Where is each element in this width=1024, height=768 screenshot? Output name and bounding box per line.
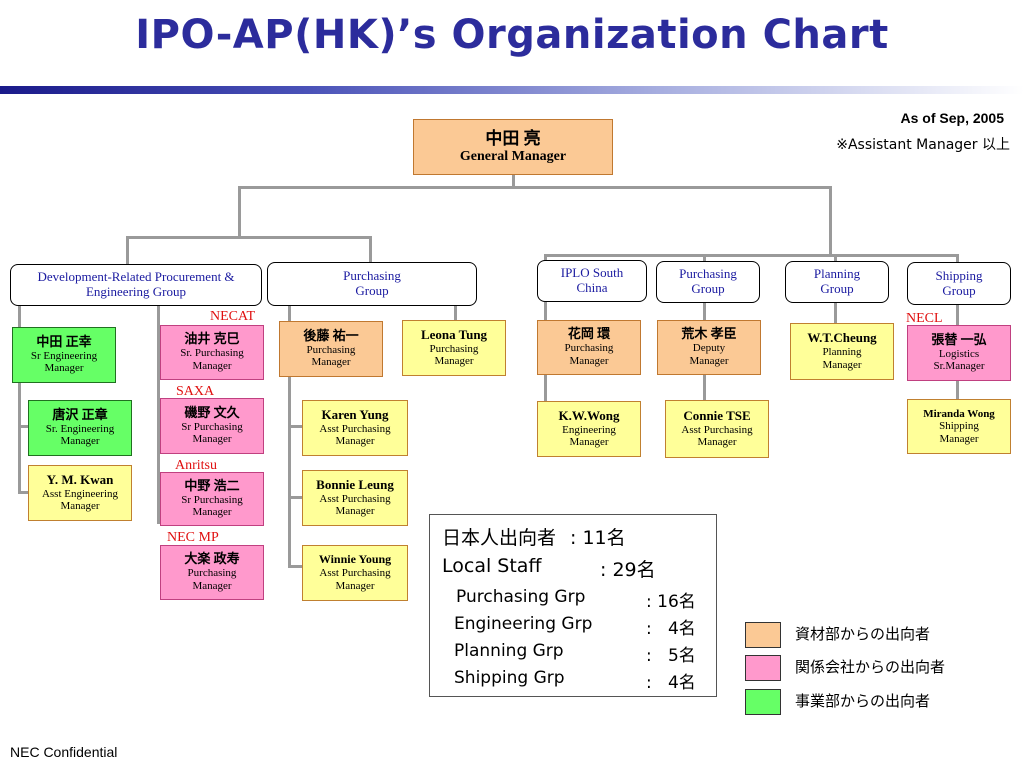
person-box: Bonnie Leung Asst Purchasing Manager bbox=[302, 470, 408, 526]
footer-confidential: NEC Confidential bbox=[10, 744, 118, 760]
local-staff-count: : 29名 bbox=[600, 559, 656, 581]
person-box: 唐沢 正章 Sr. Engineering Manager bbox=[28, 400, 132, 456]
stat-row-label: Purchasing Grp bbox=[456, 587, 586, 607]
person-box: 油井 克巳 Sr. Purchasing Manager bbox=[160, 325, 264, 380]
person-box: 後藤 祐一 Purchasing Manager bbox=[279, 321, 383, 377]
tag-nec-mp: NEC MP bbox=[167, 530, 219, 545]
staff-statistics: 日本人出向者 : 11名 Local Staff : 29名 Purchasin… bbox=[429, 514, 717, 697]
group-iplo: IPLO South China bbox=[537, 260, 647, 302]
person-box: 中田 正幸 Sr Engineering Manager bbox=[12, 327, 116, 383]
as-of-date: As of Sep, 2005 bbox=[900, 110, 1005, 126]
person-box: Winnie Young Asst Purchasing Manager bbox=[302, 545, 408, 601]
legend-swatch-orange bbox=[745, 622, 781, 648]
tag-necl: NECL bbox=[906, 311, 943, 326]
person-box: 荒木 孝臣 Deputy Manager bbox=[657, 320, 761, 375]
legend-label: 資材部からの出向者 bbox=[795, 625, 931, 643]
tag-necat: NECAT bbox=[210, 309, 256, 324]
local-staff-label: Local Staff bbox=[442, 555, 542, 577]
tag-anritsu: Anritsu bbox=[175, 458, 217, 473]
group-shipping: Shipping Group bbox=[907, 262, 1011, 305]
person-box: W.T.Cheung Planning Manager bbox=[790, 323, 894, 380]
group-dev-procurement: Development-Related Procurement & Engine… bbox=[10, 264, 262, 306]
page-title: IPO-AP(HK)’s Organization Chart bbox=[135, 12, 889, 58]
assistant-note: ※Assistant Manager 以上 bbox=[836, 137, 1010, 153]
general-manager-box: 中田 亮 General Manager bbox=[413, 119, 613, 175]
stat-row-count: : 5名 bbox=[646, 646, 696, 666]
person-box: 磯野 文久 Sr Purchasing Manager bbox=[160, 398, 264, 454]
person-box: Connie TSE Asst Purchasing Manager bbox=[665, 400, 769, 458]
stat-row-count: : 16名 bbox=[646, 592, 696, 612]
person-box: 花岡 環 Purchasing Manager bbox=[537, 320, 641, 375]
stat-row-count: : 4名 bbox=[646, 673, 696, 693]
person-box: 大楽 政寿 Purchasing Manager bbox=[160, 545, 264, 600]
legend-label: 事業部からの出向者 bbox=[795, 692, 931, 710]
person-box: 張替 一弘 Logistics Sr.Manager bbox=[907, 325, 1011, 381]
tag-saxa: SAXA bbox=[176, 384, 215, 399]
stat-row-count: : 4名 bbox=[646, 619, 696, 639]
japanese-staff-label: 日本人出向者 bbox=[442, 527, 557, 549]
stat-row-label: Shipping Grp bbox=[454, 668, 565, 688]
legend-swatch-pink bbox=[745, 655, 781, 681]
stat-row-label: Engineering Grp bbox=[454, 614, 593, 634]
person-box: Karen Yung Asst Purchasing Manager bbox=[302, 400, 408, 456]
japanese-staff-count: : 11名 bbox=[570, 527, 626, 549]
person-box: Leona Tung Purchasing Manager bbox=[402, 320, 506, 376]
person-box: Y. M. Kwan Asst Engineering Manager bbox=[28, 465, 132, 521]
person-box: K.W.Wong Engineering Manager bbox=[537, 401, 641, 457]
legend-label: 関係会社からの出向者 bbox=[795, 658, 946, 676]
stat-row-label: Planning Grp bbox=[454, 641, 564, 661]
legend-swatch-green bbox=[745, 689, 781, 715]
person-box: 中野 浩二 Sr Purchasing Manager bbox=[160, 472, 264, 526]
group-planning: Planning Group bbox=[785, 261, 889, 303]
person-role: General Manager bbox=[459, 148, 567, 164]
person-box: Miranda Wong Shipping Manager bbox=[907, 399, 1011, 454]
person-name: 中田 亮 bbox=[485, 129, 541, 149]
group-purchasing-2: Purchasing Group bbox=[656, 261, 760, 303]
title-rule bbox=[0, 86, 1024, 94]
group-purchasing-1: Purchasing Group bbox=[267, 262, 477, 306]
